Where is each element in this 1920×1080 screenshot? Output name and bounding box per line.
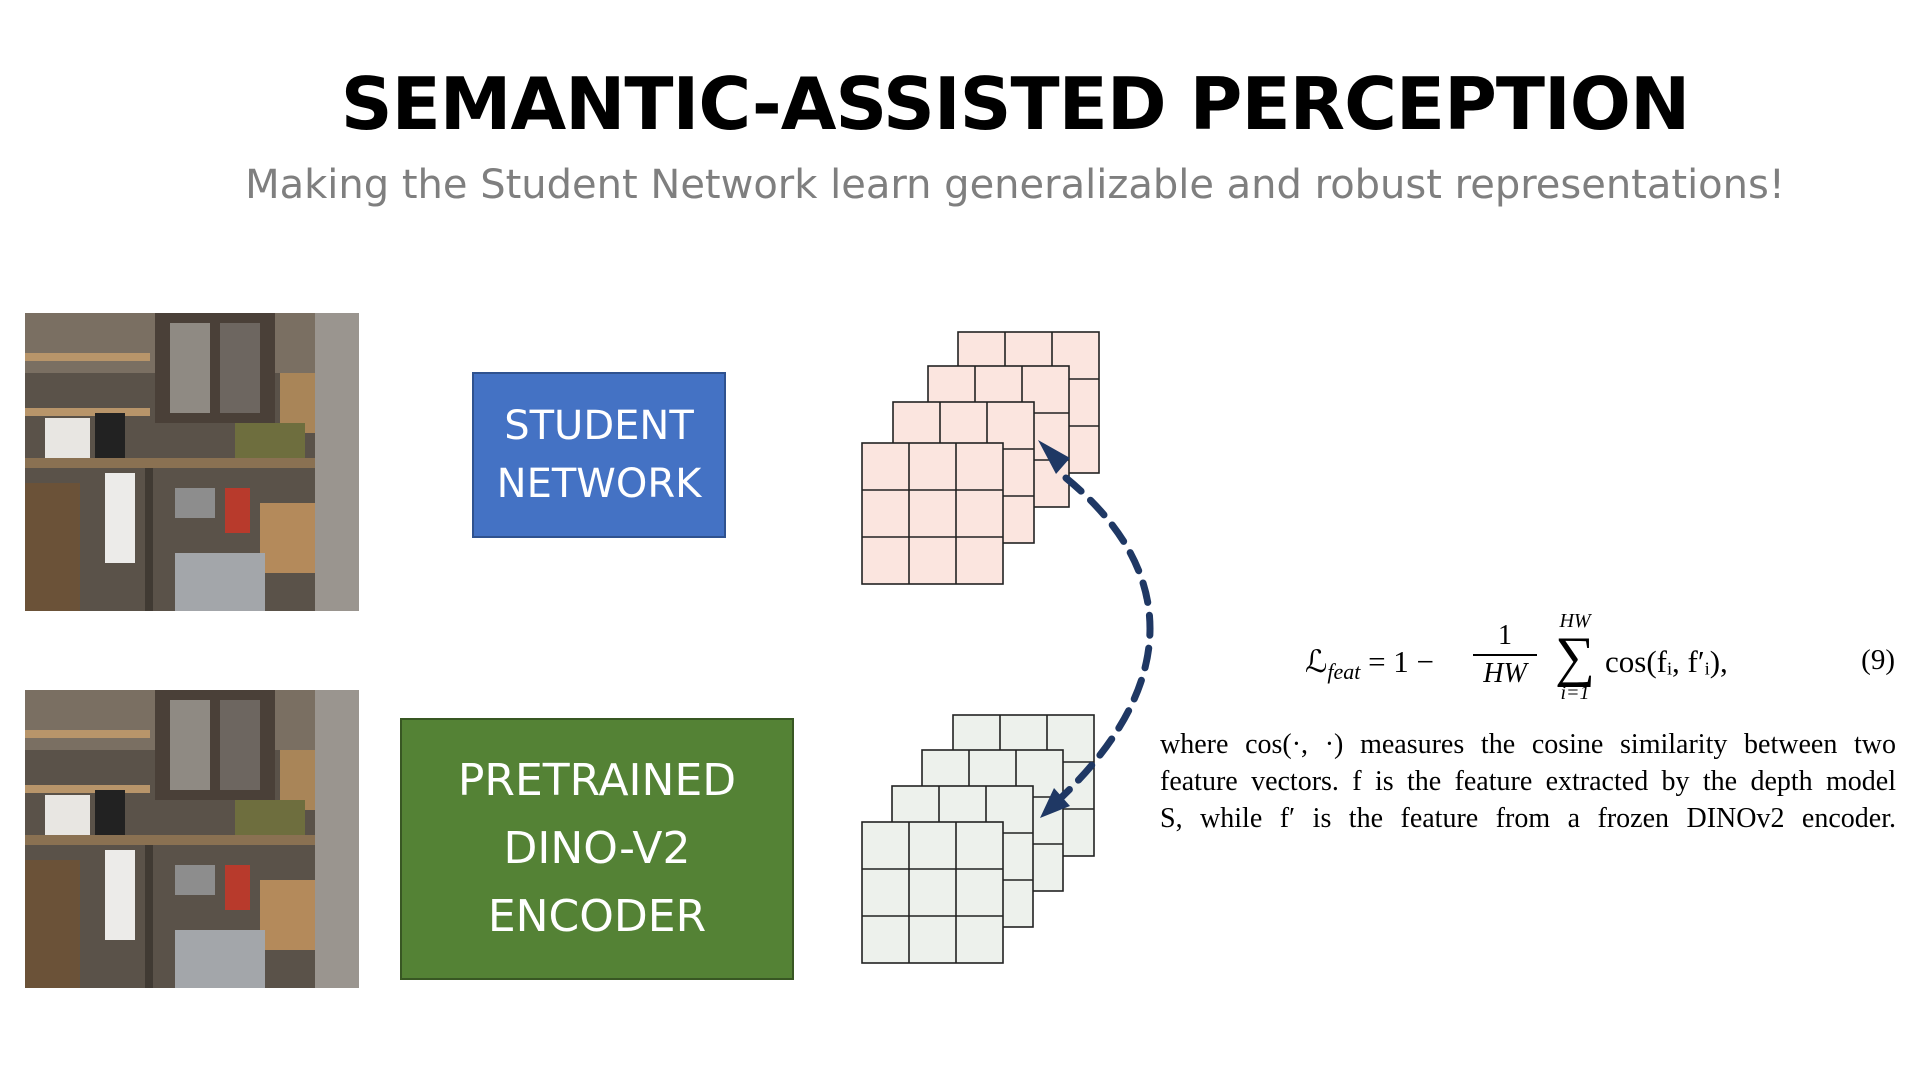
- loss-equation: ℒfeat = 1 − 1 HW HW ∑ i=1 cos(fᵢ, f′ᵢ), …: [1305, 610, 1895, 710]
- dino-feature-map-layer-3: [891, 785, 1034, 928]
- slide-title: SEMANTIC-ASSISTED PERCEPTION: [340, 62, 1690, 146]
- dino-feature-map-layer-1: [952, 714, 1095, 857]
- dino-feature-map-layer-2: [921, 749, 1064, 892]
- equation-rhs: cos(fᵢ, f′ᵢ),: [1605, 644, 1728, 679]
- equation-summation: HW ∑ i=1: [1545, 610, 1605, 704]
- equation-equals: = 1 −: [1360, 644, 1435, 679]
- fraction-numerator: 1: [1498, 620, 1512, 651]
- caption-line-1: where cos(·, ·) measures the cosine simi…: [1160, 729, 1896, 760]
- student-feature-map-layer-3: [892, 401, 1035, 544]
- slide-subtitle: Making the Student Network learn general…: [245, 162, 1785, 208]
- arrow-head-bottom: [1040, 788, 1070, 818]
- caption-line-2: feature vectors. f is the feature extrac…: [1160, 766, 1896, 797]
- loss-subscript: feat: [1327, 659, 1361, 685]
- student-label-line2: NETWORK: [496, 461, 702, 507]
- student-feature-stack: [861, 331, 1100, 585]
- dino-label-line2: DINO-V2: [503, 823, 691, 874]
- input-image-student: [25, 313, 359, 611]
- dino-feature-stack: [861, 714, 1095, 964]
- dino-label-line3: ENCODER: [487, 891, 707, 942]
- equation-number: (9): [1861, 644, 1895, 676]
- equation-lhs: ℒfeat = 1 −: [1305, 644, 1434, 685]
- feature-alignment-arrow: [1038, 440, 1154, 818]
- student-feature-map-layer-2: [927, 365, 1070, 508]
- arrow-head-top: [1038, 440, 1070, 474]
- equation-fraction: 1 HW: [1473, 620, 1537, 690]
- dino-feature-map-layer-4: [861, 821, 1004, 964]
- sum-symbol: ∑: [1555, 626, 1595, 688]
- fraction-bar: [1473, 654, 1537, 656]
- loss-symbol: ℒ: [1305, 644, 1328, 679]
- fraction-denominator: HW: [1483, 658, 1527, 689]
- equation-caption: where cos(·, ·) measures the cosine simi…: [1160, 726, 1896, 837]
- sum-upper-limit: HW: [1559, 610, 1591, 632]
- student-feature-map-layer-4: [861, 442, 1004, 585]
- student-network-block: STUDENT NETWORK: [472, 372, 726, 538]
- caption-line-3: S, while f′ is the feature from a frozen…: [1160, 803, 1896, 834]
- student-feature-map-layer-1: [957, 331, 1100, 474]
- input-image-dino: [25, 690, 359, 988]
- dino-encoder-block: PRETRAINED DINO-V2 ENCODER: [400, 718, 794, 980]
- dino-label-line1: PRETRAINED: [457, 755, 737, 806]
- sum-lower-limit: i=1: [1560, 682, 1590, 704]
- student-label-line1: STUDENT: [504, 403, 694, 449]
